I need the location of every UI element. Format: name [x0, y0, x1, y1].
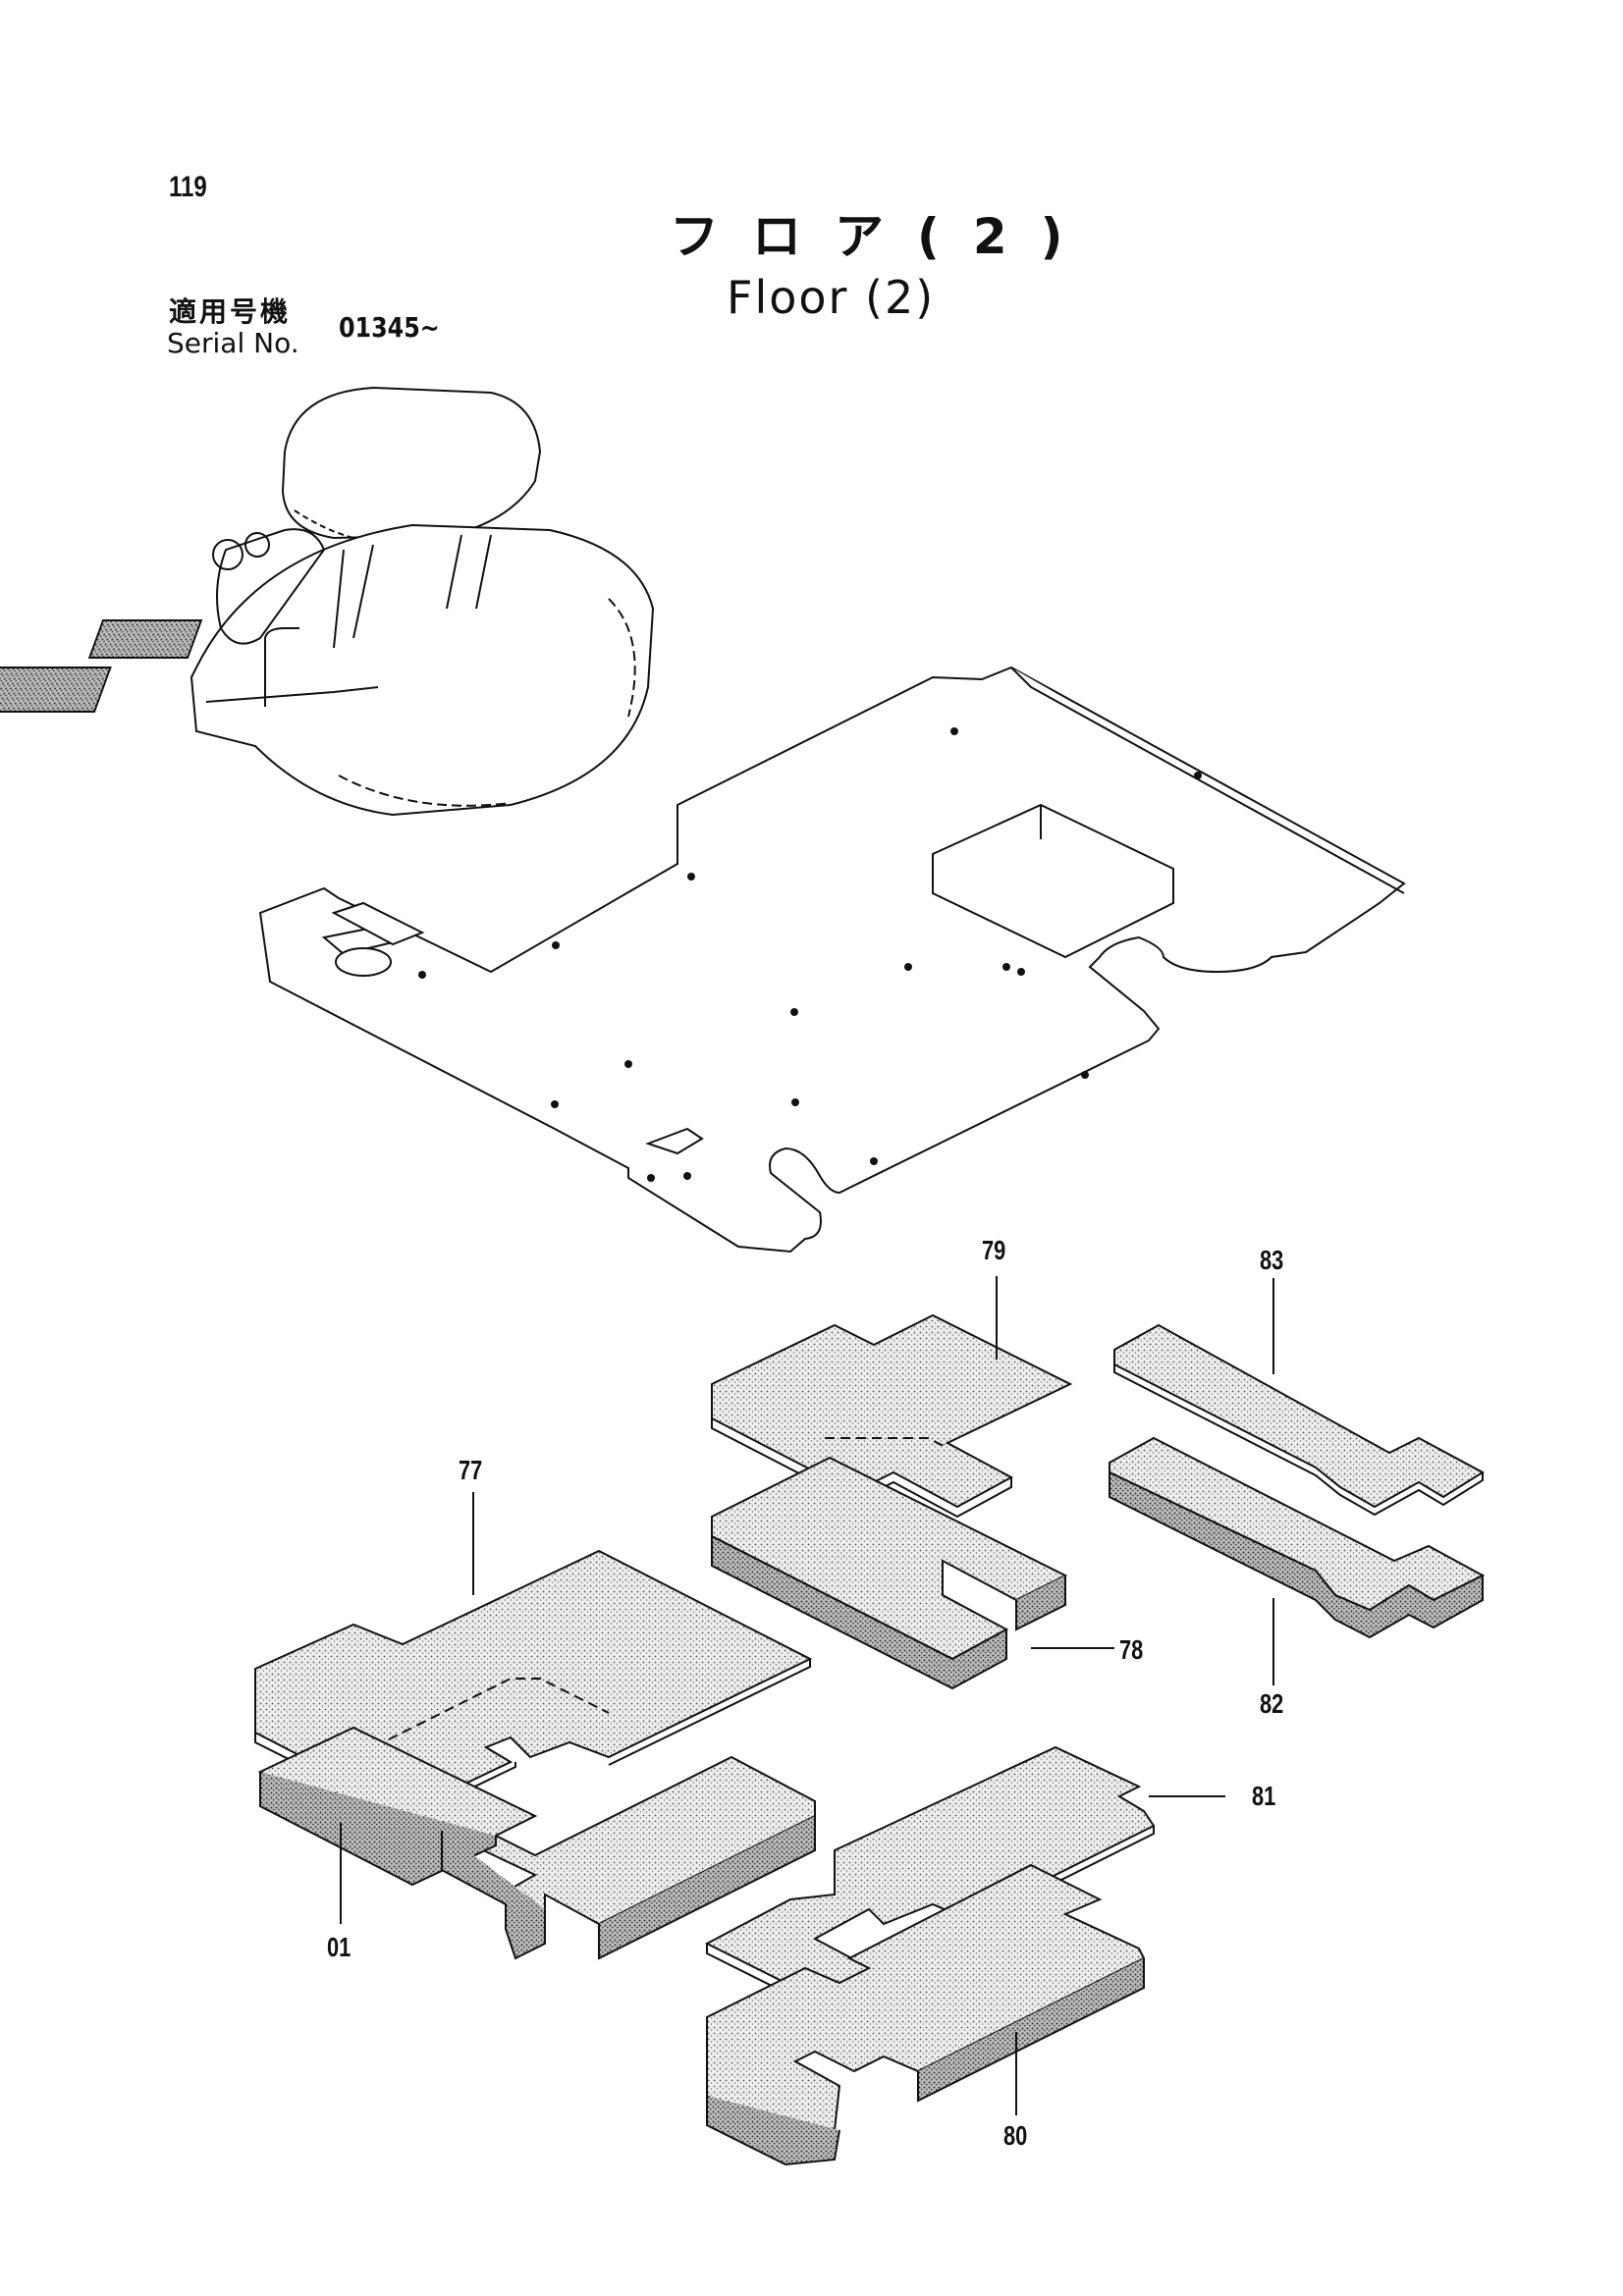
part-01	[257, 1726, 816, 1960]
title-english: Floor (2)	[727, 271, 936, 324]
callout-01: 01	[327, 1932, 352, 1962]
part-83	[1113, 1323, 1485, 1517]
callout-82: 82	[1260, 1688, 1284, 1719]
callout-83: 83	[1260, 1245, 1284, 1275]
serial-value: 01345~	[339, 311, 440, 344]
serial-label-japanese: 適用号機	[169, 295, 292, 328]
floor-plate-assembly	[258, 666, 1406, 1254]
callout-77: 77	[459, 1455, 483, 1485]
serial-label-english: Serial No.	[167, 327, 299, 359]
title-japanese: フロア(2)	[670, 208, 1097, 265]
leader-lines	[340, 1276, 1274, 2115]
part-80	[706, 1863, 1146, 2166]
callout-79: 79	[982, 1235, 1006, 1265]
callout-80: 80	[1003, 2120, 1028, 2151]
cab-overview-illustration	[0, 386, 655, 817]
part-78	[711, 1456, 1068, 1690]
callout-78: 78	[1119, 1634, 1144, 1665]
floor-bolt-holes	[418, 727, 1202, 1182]
part-79	[711, 1313, 1073, 1519]
part-82	[1109, 1436, 1486, 1639]
page-number: 119	[169, 171, 207, 203]
callout-81: 81	[1252, 1781, 1276, 1811]
